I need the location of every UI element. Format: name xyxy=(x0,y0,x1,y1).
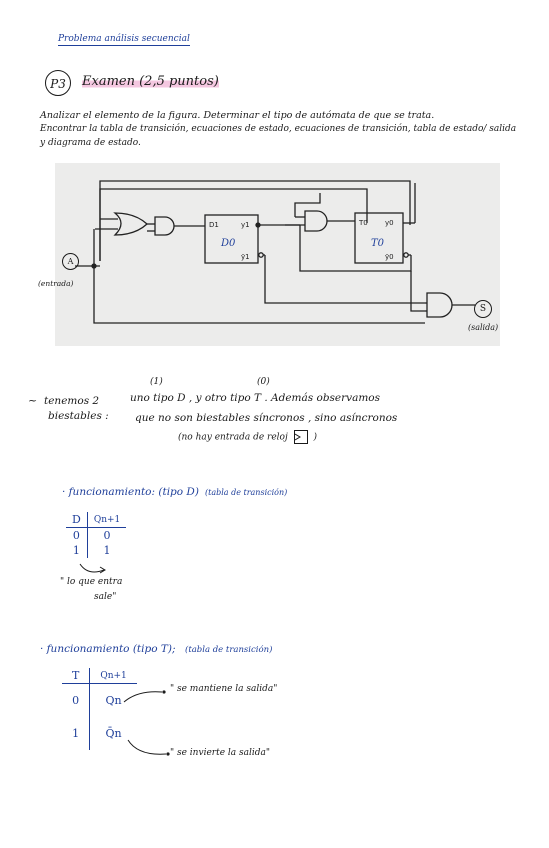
circuit-figure: D1 y1 ȳ1 T0 y0 ȳ0 D0 T0 xyxy=(55,163,500,346)
ff0-pin-qn: ȳ0 xyxy=(385,253,394,261)
ff1-pin-q: y1 xyxy=(241,221,250,229)
analysis-intro-a: tenemos 2 xyxy=(44,395,100,407)
d-table-header-d: D xyxy=(66,512,88,528)
t-table-cell: 1 xyxy=(62,717,91,750)
ff0-name: T0 xyxy=(371,238,385,249)
t-comment-invert: " se invierte la salida" xyxy=(170,748,270,758)
d-comment-line-2: sale" xyxy=(94,592,117,602)
d-section-title: · funcionamiento: (tipo D) xyxy=(62,486,199,498)
problem-label: P3 xyxy=(50,77,66,91)
input-note: (entrada) xyxy=(38,279,74,288)
ff0-pin-q: y0 xyxy=(385,219,394,227)
analysis-type-text: uno tipo D , y otro tipo T . Además obse… xyxy=(130,392,381,404)
ff1-pin-d: D1 xyxy=(209,221,219,229)
analysis-index-1: (1) xyxy=(150,377,163,387)
statement-line-1: Analizar el elemento de la figura. Deter… xyxy=(40,110,435,121)
statement-line-2: Encontrar la tabla de transición, ecuaci… xyxy=(40,124,517,134)
d-transition-table: D Qn+1 0 0 1 1 xyxy=(66,512,127,558)
d-table-cell: 1 xyxy=(103,544,111,557)
d-table-cell: 0 xyxy=(103,529,111,542)
t-table-cell: Qn xyxy=(105,694,122,707)
t-keep-arrow xyxy=(123,690,166,703)
input-a-label: A xyxy=(67,257,74,266)
clock-icon xyxy=(293,430,308,444)
analysis-index-0: (0) xyxy=(257,377,270,387)
t-comment-keep: " se mantiene la salida" xyxy=(170,684,278,694)
d-table-header-q: Qn+1 xyxy=(87,512,127,528)
analysis-line-3-end: ) xyxy=(313,432,318,443)
analysis-line-3-text: (no hay entrada de reloj xyxy=(178,432,288,443)
t-section-note: (tabla de transición) xyxy=(185,645,273,655)
d-comment-line-1: " lo que entra xyxy=(60,577,123,587)
t-table-header-t: T xyxy=(62,668,91,684)
d-comment-arrow xyxy=(79,563,106,574)
t-section-title: · funcionamiento (tipo T); xyxy=(40,643,176,655)
d-table-cell: 0 xyxy=(66,527,88,543)
statement-line-3: y diagrama de estado. xyxy=(40,138,141,148)
topic-heading: Problema análisis secuencial xyxy=(58,34,190,46)
problem-badge: P3 xyxy=(45,70,71,96)
d-table-cell: 1 xyxy=(66,543,88,558)
input-a-marker: A xyxy=(62,253,79,270)
output-s-label: S xyxy=(479,304,487,314)
t-table-header-q: Qn+1 xyxy=(89,668,137,684)
t-table-cell: 0 xyxy=(62,683,91,717)
ff0-pin-t: T0 xyxy=(358,219,368,227)
ff1-name: D0 xyxy=(220,238,236,249)
circuit-diagram: D1 y1 ȳ1 T0 y0 ȳ0 D0 T0 xyxy=(75,180,475,324)
analysis-intro-b: biestables : xyxy=(48,410,109,422)
t-table-cell: Q̄n xyxy=(105,727,122,740)
tilde-bullet: ~ xyxy=(28,394,38,407)
ff1-pin-qn: ȳ1 xyxy=(241,253,250,261)
analysis-line-2: que no son biestables síncronos , sino a… xyxy=(135,412,398,424)
t-invert-arrow xyxy=(127,739,170,756)
output-s-marker: S xyxy=(474,300,492,318)
problem-title: Examen (2,5 puntos) xyxy=(82,74,219,89)
output-note: (salida) xyxy=(468,323,499,332)
analysis-line-3: (no hay entrada de reloj ) xyxy=(178,430,317,444)
t-transition-table: T Qn+1 0 Qn 1 Q̄n xyxy=(62,668,137,750)
d-section-note: (tabla de transición) xyxy=(205,488,288,497)
